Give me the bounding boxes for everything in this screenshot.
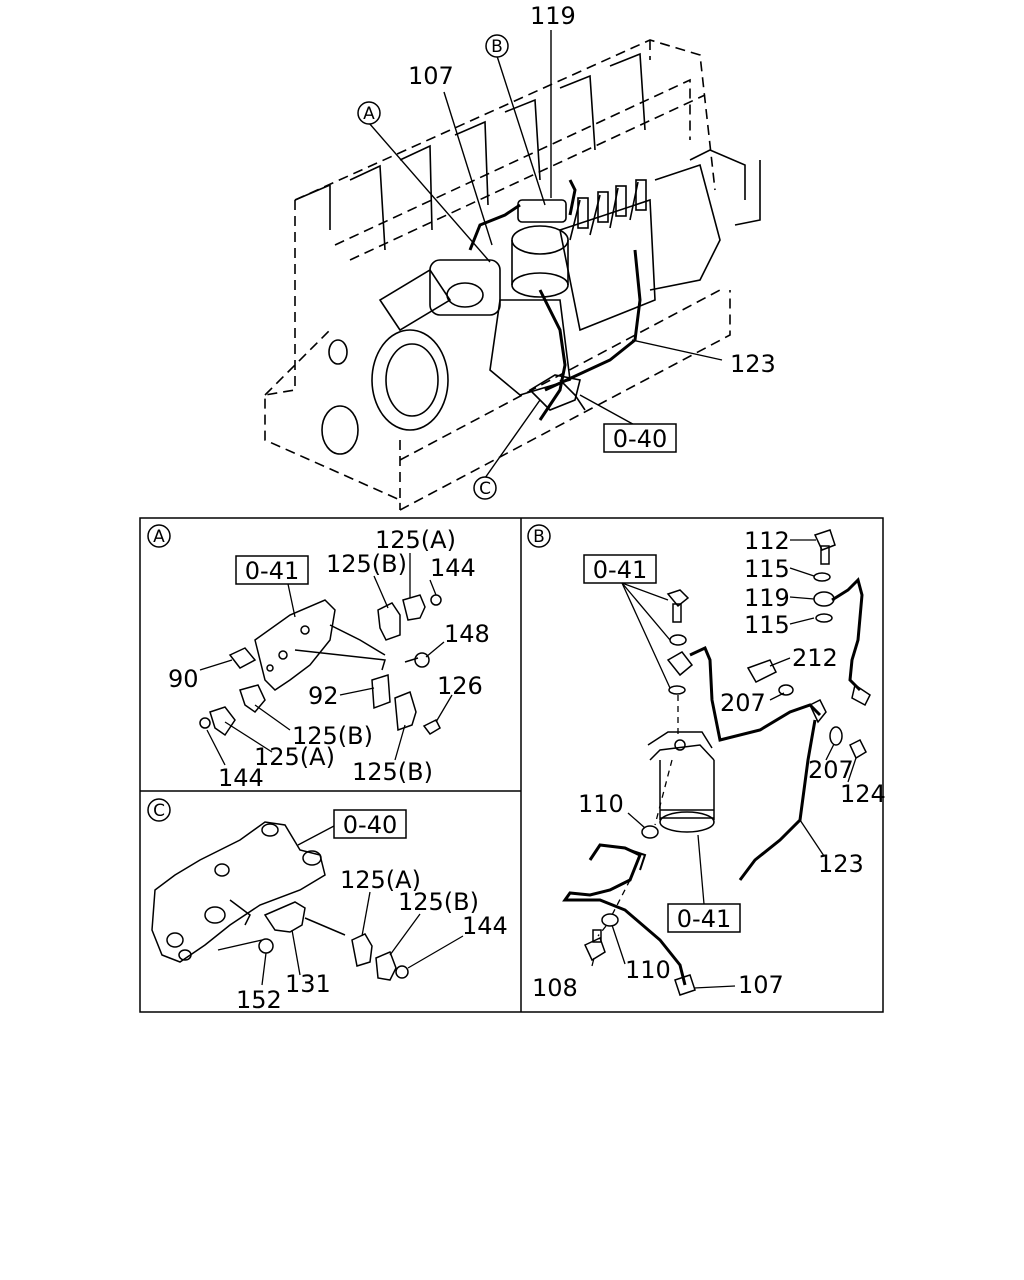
label-a-144-low: 144 [218, 764, 264, 792]
label-a-125b-top: 125(B) [326, 550, 407, 578]
label-a-144-top: 144 [430, 554, 476, 582]
callout-a-top-letter: A [363, 104, 375, 124]
label-a-125a-low: 125(A) [254, 743, 335, 771]
label-b-115-top: 115 [744, 555, 790, 583]
callout-b-top: B [485, 34, 509, 58]
panel-b-leaders [591, 539, 857, 989]
label-a-125a-top: 125(A) [375, 526, 456, 554]
label-top-123: 123 [730, 350, 776, 378]
label-a-90: 90 [168, 665, 199, 693]
label-b-110-top: 110 [578, 790, 624, 818]
panel-a-parts [199, 594, 442, 737]
callout-c-top: C [473, 476, 497, 500]
label-b-207-a: 207 [720, 689, 766, 717]
panel-b-ref-041-bot-text: 0-41 [677, 905, 731, 933]
detail-panels-frame [139, 517, 884, 1013]
label-c-152: 152 [236, 986, 282, 1014]
ref-box-040-top: 0-40 [603, 423, 677, 453]
engine-block-edges [294, 52, 646, 455]
panel-c-leaders [217, 825, 464, 986]
panel-b-letter: B [533, 527, 545, 547]
panel-c-ref-040-text: 0-40 [343, 811, 397, 839]
top-leaders [368, 30, 723, 479]
injection-pump [429, 149, 761, 396]
panel-c: C 0-40 [147, 798, 508, 1014]
label-b-107: 107 [738, 971, 784, 999]
label-top-107: 107 [408, 62, 454, 90]
label-b-123: 123 [818, 850, 864, 878]
label-b-207-b: 207 [808, 756, 854, 784]
label-top-119: 119 [530, 2, 576, 30]
label-c-144: 144 [462, 912, 508, 940]
label-c-125a: 125(A) [340, 866, 421, 894]
bracket-c-top [528, 374, 586, 411]
label-b-119: 119 [744, 584, 790, 612]
label-b-110-bot: 110 [625, 956, 671, 984]
engine-overview [264, 39, 761, 511]
panel-a-ref-041-text: 0-41 [245, 557, 299, 585]
callout-c-top-letter: C [479, 479, 491, 499]
panel-a-leaders [199, 553, 453, 766]
panel-c-parts [151, 821, 409, 981]
panel-a-ref-041: 0-41 [235, 555, 309, 585]
ref-040-top-text: 0-40 [613, 425, 667, 453]
label-a-92: 92 [308, 682, 339, 710]
panel-b-ref-041-bot: 0-41 [667, 903, 741, 933]
label-c-131: 131 [285, 970, 331, 998]
panel-b-assembly-lines [597, 695, 679, 937]
callout-b-top-letter: B [491, 37, 503, 57]
panel-a-letter: A [153, 527, 165, 547]
label-b-112: 112 [744, 527, 790, 555]
label-a-148: 148 [444, 620, 490, 648]
label-b-108: 108 [532, 974, 578, 1002]
callout-a-top: A [357, 101, 381, 125]
panel-b-parts [562, 529, 871, 996]
panel-a: A 0-41 [147, 524, 490, 792]
fuel-filter-top [511, 199, 569, 298]
panel-b: B 0-41 0-41 [527, 524, 886, 1002]
panel-b-ref-041-top-text: 0-41 [593, 556, 647, 584]
label-b-212: 212 [792, 644, 838, 672]
label-a-125b-mid: 125(B) [292, 722, 373, 750]
panel-c-letter: C [153, 801, 165, 821]
engine-block-outline [264, 39, 731, 511]
label-c-125b: 125(B) [398, 888, 479, 916]
label-b-115-bot: 115 [744, 611, 790, 639]
label-a-125b-low: 125(B) [352, 758, 433, 786]
panel-c-ref-040: 0-40 [333, 809, 407, 839]
panel-b-ref-041-top: 0-41 [583, 554, 657, 584]
label-a-126: 126 [437, 672, 483, 700]
label-b-124: 124 [840, 780, 886, 808]
